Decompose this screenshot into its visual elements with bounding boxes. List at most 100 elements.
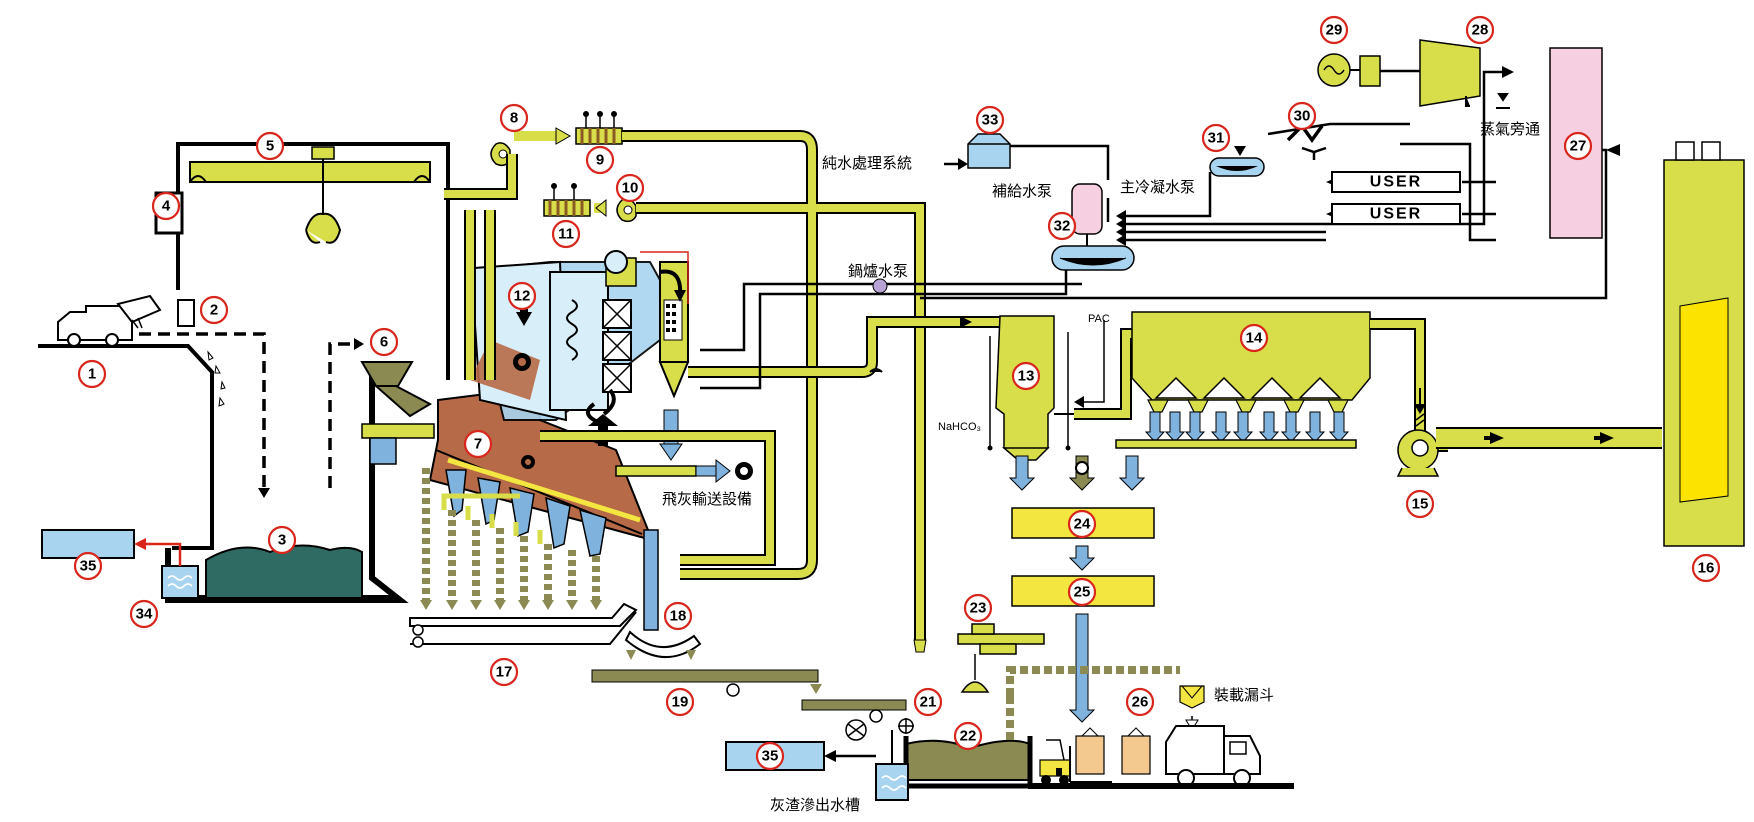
callout-33: 33 (975, 105, 1005, 135)
callout-circle (1563, 131, 1593, 161)
callout-circle (267, 525, 297, 555)
callout-number: 35 (80, 558, 97, 575)
callout-number: 19 (672, 694, 689, 711)
callout-17: 17 (489, 657, 519, 687)
callout-3: 3 (267, 525, 297, 555)
callout-circle (975, 105, 1005, 135)
callout-circle (1465, 15, 1495, 45)
callout-27: 27 (1563, 131, 1593, 161)
callout-number: 1 (88, 366, 96, 383)
callout-19: 19 (665, 687, 695, 717)
callout-circle (1011, 361, 1041, 391)
refuse-pile (205, 544, 363, 599)
callout-circle (1125, 687, 1155, 717)
loading-hopper-icon (1179, 685, 1205, 709)
callout-circle (663, 601, 693, 631)
air-preheater-9 (575, 111, 623, 145)
fly-ash-drops (1008, 455, 1146, 491)
boiler (470, 250, 690, 446)
callout-34: 34 (129, 599, 159, 629)
makeup-pump-label: 補給水泵 (992, 182, 1052, 200)
ash-conveyor-17 (409, 600, 638, 648)
callout-18: 18 (663, 601, 693, 631)
ash-discharge-chute (643, 529, 659, 631)
callout-number: 30 (1294, 108, 1311, 125)
baghouse-14 (1115, 311, 1371, 449)
callout-number: 6 (380, 334, 388, 351)
callout-number: 7 (474, 436, 482, 453)
callout-circle (489, 657, 519, 687)
underfire-air-lines (422, 468, 600, 600)
callout-14: 14 (1239, 323, 1269, 353)
callout-number: 9 (596, 152, 604, 169)
user-label-1: USER (1370, 174, 1422, 191)
leachate-tank-icon (134, 538, 199, 599)
callout-4: 4 (151, 191, 181, 221)
callout-12: 12 (507, 281, 537, 311)
callout-8: 8 (499, 103, 529, 133)
callout-number: 21 (920, 694, 937, 711)
callout-circle (953, 721, 983, 751)
callout-number: 4 (162, 198, 171, 215)
callout-circle (551, 219, 581, 249)
callout-circle (255, 131, 285, 161)
condensate-tank-31 (1209, 146, 1265, 177)
callout-7: 7 (463, 429, 493, 459)
callout-number: 27 (1570, 138, 1587, 155)
bagged-ash-26 (1039, 727, 1151, 785)
callout-number: 15 (1412, 496, 1429, 513)
callout-30: 30 (1287, 101, 1317, 131)
callout-number: 13 (1018, 368, 1035, 385)
callout-circle (963, 593, 993, 623)
induced-draft-fan-15 (1396, 429, 1440, 477)
callout-9: 9 (585, 145, 615, 175)
callout-number: 34 (136, 606, 153, 623)
callout-number: 12 (514, 288, 531, 305)
air-preheater-11 (543, 183, 591, 217)
callout-31: 31 (1201, 123, 1231, 153)
callout-circle (1067, 509, 1097, 539)
main-condensate-pump-label: 主冷凝水泵 (1120, 178, 1195, 196)
belt-conveyor-2 (801, 699, 907, 711)
underfire-air-supply (441, 493, 543, 544)
callout-10: 10 (615, 173, 645, 203)
callout-circle (665, 687, 695, 717)
fly-ash-conveyor (615, 409, 753, 484)
callout-circle (77, 359, 107, 389)
user-box-1: USER (1331, 171, 1461, 193)
nahco3-label: NaHCO₃ (938, 421, 981, 433)
callout-number: 29 (1326, 22, 1343, 39)
ash-leachate-tank-label: 灰渣滲出水槽 (770, 796, 860, 814)
water-treatment-33 (967, 133, 1011, 169)
callout-number: 8 (510, 110, 518, 127)
grab-bucket (305, 212, 342, 244)
callout-circle (507, 281, 537, 311)
callout-22: 22 (953, 721, 983, 751)
callout-circle (1405, 489, 1435, 519)
callout-number: 25 (1074, 584, 1091, 601)
callout-number: 5 (266, 138, 274, 155)
callout-number: 18 (670, 608, 687, 625)
callout-number: 22 (960, 728, 977, 745)
reactor-13 (987, 315, 1105, 476)
secondary-air-fan-10 (616, 198, 637, 223)
turbine-generator (1317, 39, 1481, 107)
callout-6: 6 (369, 327, 399, 357)
callout-circle (151, 191, 181, 221)
stack-16 (1663, 141, 1745, 547)
boiler-feed-pump-label: 鍋爐水泵 (848, 262, 908, 280)
callout-number: 35 (762, 748, 779, 765)
deaerator-32 (1051, 183, 1135, 271)
callout-2: 2 (199, 295, 229, 325)
callout-circle (615, 173, 645, 203)
callout-number: 11 (558, 226, 574, 243)
garbage-truck-icon (57, 294, 162, 347)
boiler-feed-pump-icon (872, 278, 888, 294)
belt-conveyor-19 (591, 669, 819, 683)
user-label-2: USER (1370, 206, 1422, 223)
air-ducts-fill (444, 132, 924, 640)
callout-number: 3 (278, 532, 286, 549)
callout-35-1: 35 (755, 741, 785, 771)
callout-circle (73, 551, 103, 581)
